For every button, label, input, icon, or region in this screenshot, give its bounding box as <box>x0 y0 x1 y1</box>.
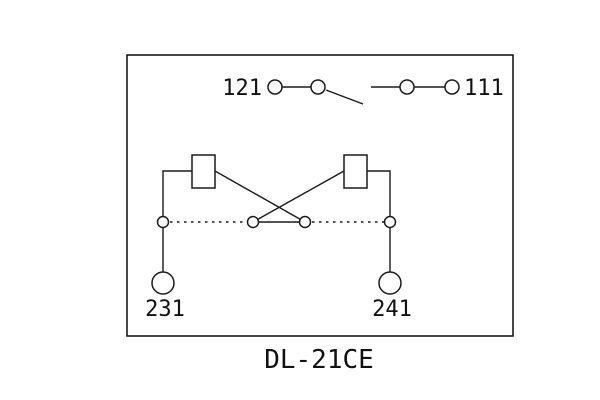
terminal-label-121: 121 <box>222 76 262 101</box>
terminal-label-241: 241 <box>372 297 412 322</box>
coil-left <box>191 154 216 189</box>
node-circle-mid-left <box>246 215 260 229</box>
node-circle-left <box>156 215 170 229</box>
node-circle-right <box>383 215 397 229</box>
right-riser-wire <box>367 170 391 222</box>
schematic-border <box>126 54 514 337</box>
cross-wire-right-to-left <box>252 170 345 223</box>
terminal-label-231: 231 <box>145 297 185 322</box>
terminal-circle-241 <box>378 271 402 295</box>
contact-circle-1 <box>267 79 283 95</box>
left-riser-wire <box>162 170 192 222</box>
model-caption: DL-21CE <box>264 345 374 375</box>
contact-circle-3 <box>399 79 415 95</box>
cross-wire-left-to-right <box>214 170 306 223</box>
node-circle-mid-right <box>298 215 312 229</box>
switch-blade <box>325 89 364 105</box>
contact-circle-2 <box>310 79 326 95</box>
terminal-label-111: 111 <box>464 76 504 101</box>
contact-circle-4 <box>444 79 460 95</box>
coil-right <box>343 154 368 189</box>
terminal-circle-231 <box>151 271 175 295</box>
